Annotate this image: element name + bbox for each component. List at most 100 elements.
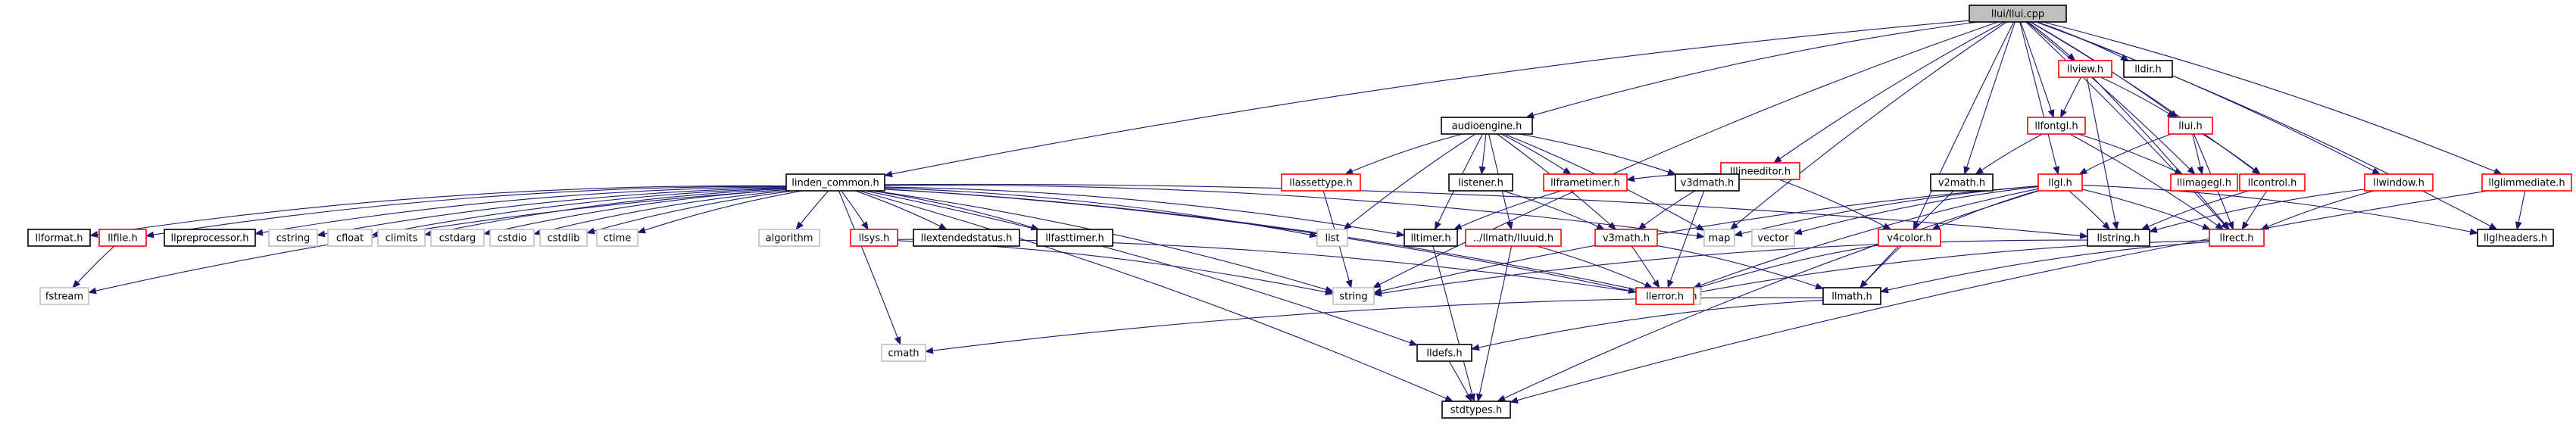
edge-llgl_h-to-vector bbox=[1794, 186, 2039, 235]
node-map[interactable]: map bbox=[1703, 229, 1735, 247]
node-cstdlib[interactable]: cstdlib bbox=[539, 229, 588, 247]
edge-llui_cpp-to-audioengine_h bbox=[1525, 21, 1978, 119]
node-ctime[interactable]: ctime bbox=[596, 229, 639, 247]
node-box bbox=[1703, 229, 1735, 247]
edge-linden_common_h-to-llpreprocessor_h bbox=[254, 186, 787, 236]
node-v2math-h[interactable]: v2math.h bbox=[1930, 173, 1994, 192]
node-fstream[interactable]: fstream bbox=[39, 287, 89, 305]
node-llfasttimer-h[interactable]: llfasttimer.h bbox=[1036, 229, 1113, 247]
node-lldefs-h[interactable]: lldefs.h bbox=[1416, 344, 1472, 362]
node-llframetimer-h[interactable]: llframetimer.h bbox=[1543, 173, 1628, 192]
node-box bbox=[1465, 229, 1562, 247]
node-listener-h[interactable]: listener.h bbox=[1448, 173, 1513, 192]
edge-linden_common_h-to-climits bbox=[424, 188, 787, 237]
node-llwindow-h[interactable]: llwindow.h bbox=[2364, 173, 2434, 192]
edge-llui_cpp-to-v2math_h bbox=[1963, 21, 2016, 175]
edge-linden_common_h-to-cstring bbox=[317, 187, 787, 238]
node-label: cstring bbox=[276, 233, 310, 245]
edge-llfontgl_h-to-llimagegl_h bbox=[2078, 133, 2184, 175]
node-box bbox=[1969, 5, 2067, 23]
node-label: llstring.h bbox=[2097, 233, 2140, 245]
node-label: ctime bbox=[604, 233, 632, 245]
node-label: vector bbox=[1757, 233, 1789, 245]
node-label: llglheaders.h bbox=[2484, 233, 2547, 245]
node-lluuid-h[interactable]: ../llmath/lluuid.h bbox=[1465, 229, 1562, 247]
node-list[interactable]: list bbox=[1316, 229, 1348, 247]
edge-lllineeditor_h-to-v4color_h bbox=[1778, 179, 1892, 230]
edge-v4color_h-to-llerror_h bbox=[1693, 245, 1879, 291]
node-llsys-h[interactable]: llsys.h bbox=[850, 229, 898, 247]
node-lldir-h[interactable]: lldir.h bbox=[2123, 60, 2173, 78]
node-llimagegl-h[interactable]: llimagegl.h bbox=[2170, 173, 2238, 192]
edge-lltimer_h-to-stdtypes_h bbox=[1432, 245, 1475, 402]
node-box bbox=[2170, 173, 2238, 192]
node-algorithm[interactable]: algorithm bbox=[758, 229, 820, 247]
node-llgl-h[interactable]: llgl.h bbox=[2037, 173, 2083, 192]
edge-audioengine_h-to-listener_h bbox=[1478, 133, 1487, 175]
node-climits[interactable]: climits bbox=[377, 229, 426, 247]
node-llglimmediate-h[interactable]: llglimmediate.h bbox=[2481, 173, 2572, 192]
node-llpreprocessor-h[interactable]: llpreprocessor.h bbox=[164, 229, 256, 247]
node-llextendedstatus-h[interactable]: llextendedstatus.h bbox=[913, 229, 1020, 247]
node-box bbox=[1281, 173, 1361, 192]
node-llui-cpp[interactable]: llui/llui.cpp bbox=[1969, 5, 2067, 23]
node-box bbox=[2239, 173, 2306, 192]
node-label: cstdlib bbox=[548, 233, 580, 245]
node-v3math-h[interactable]: v3math.h bbox=[1594, 229, 1658, 247]
node-label: llcontrol.h bbox=[2248, 178, 2297, 189]
edge-linden_common_h-to-cstdlib bbox=[586, 190, 795, 235]
node-stdtypes-h[interactable]: stdtypes.h bbox=[1441, 401, 1511, 419]
node-llformat-h[interactable]: llformat.h bbox=[27, 229, 91, 247]
node-lllineeditor-h[interactable]: lllineeditor.h bbox=[1720, 162, 1800, 180]
node-vector[interactable]: vector bbox=[1751, 229, 1795, 247]
edge-linden_common_h-to-cstdio bbox=[533, 190, 787, 235]
node-box bbox=[430, 229, 485, 247]
edge-llview_h-to-llfontgl_h bbox=[2060, 76, 2081, 118]
node-box bbox=[1751, 229, 1795, 247]
node-label: llfontgl.h bbox=[2034, 121, 2078, 132]
node-llmath-h[interactable]: llmath.h bbox=[1822, 287, 1881, 305]
node-box bbox=[758, 229, 820, 247]
node-llfontgl-h[interactable]: llfontgl.h bbox=[2027, 117, 2086, 135]
node-box bbox=[1441, 117, 1533, 135]
node-box bbox=[1930, 173, 1994, 192]
node-llui-h[interactable]: llui.h bbox=[2168, 117, 2213, 135]
node-v3dmath-h[interactable]: v3dmath.h bbox=[1675, 173, 1740, 192]
edge-llglimmediate_h-to-llglheaders_h bbox=[2515, 190, 2526, 230]
node-llview-h[interactable]: llview.h bbox=[2058, 60, 2112, 78]
edge-linden_common_h-to-fstream bbox=[88, 189, 787, 295]
node-audioengine-h[interactable]: audioengine.h bbox=[1441, 117, 1533, 135]
edge-linden_common_h-to-cmath bbox=[838, 190, 901, 345]
node-cstdarg[interactable]: cstdarg bbox=[430, 229, 485, 247]
edge-llui_h-to-llimagegl_h bbox=[2192, 133, 2204, 175]
edge-llglimmediate_h-to-stdtypes_h bbox=[1510, 190, 2489, 404]
node-label: lltimer.h bbox=[1410, 233, 1450, 245]
node-box bbox=[785, 173, 885, 192]
node-llstring-h[interactable]: llstring.h bbox=[2087, 229, 2150, 247]
node-cstring[interactable]: cstring bbox=[268, 229, 318, 247]
node-label: stdtypes.h bbox=[1450, 405, 1502, 416]
edge-linden_common_h-to-llerror_h bbox=[884, 189, 1637, 295]
node-box bbox=[1416, 344, 1472, 362]
node-string[interactable]: string bbox=[1332, 287, 1375, 305]
node-v4color-h[interactable]: v4color.h bbox=[1878, 229, 1941, 247]
node-llerror-h[interactable]: llerror.h bbox=[1635, 287, 1694, 305]
node-linden-common-h[interactable]: linden_common.h bbox=[785, 173, 885, 192]
edge-audioengine_h-to-llframetimer_h bbox=[1500, 133, 1572, 175]
node-llglheaders-h[interactable]: llglheaders.h bbox=[2477, 229, 2554, 247]
node-box bbox=[39, 287, 89, 305]
node-label: llview.h bbox=[2067, 64, 2103, 76]
edge-v3math_h-to-llmath_h bbox=[1656, 245, 1824, 290]
node-llrect-h[interactable]: llrect.h bbox=[2209, 229, 2265, 247]
node-cfloat[interactable]: cfloat bbox=[327, 229, 373, 247]
node-lltimer-h[interactable]: lltimer.h bbox=[1404, 229, 1458, 247]
node-cmath[interactable]: cmath bbox=[881, 344, 926, 362]
node-box bbox=[327, 229, 373, 247]
node-llassettype-h[interactable]: llassettype.h bbox=[1281, 173, 1361, 192]
node-llcontrol-h[interactable]: llcontrol.h bbox=[2239, 173, 2306, 192]
node-cstdio[interactable]: cstdio bbox=[489, 229, 535, 247]
edge-listener_h-to-v3math_h bbox=[1502, 190, 1605, 230]
node-llfile-h[interactable]: llfile.h bbox=[98, 229, 147, 247]
node-box bbox=[98, 229, 147, 247]
node-box bbox=[1332, 287, 1375, 305]
